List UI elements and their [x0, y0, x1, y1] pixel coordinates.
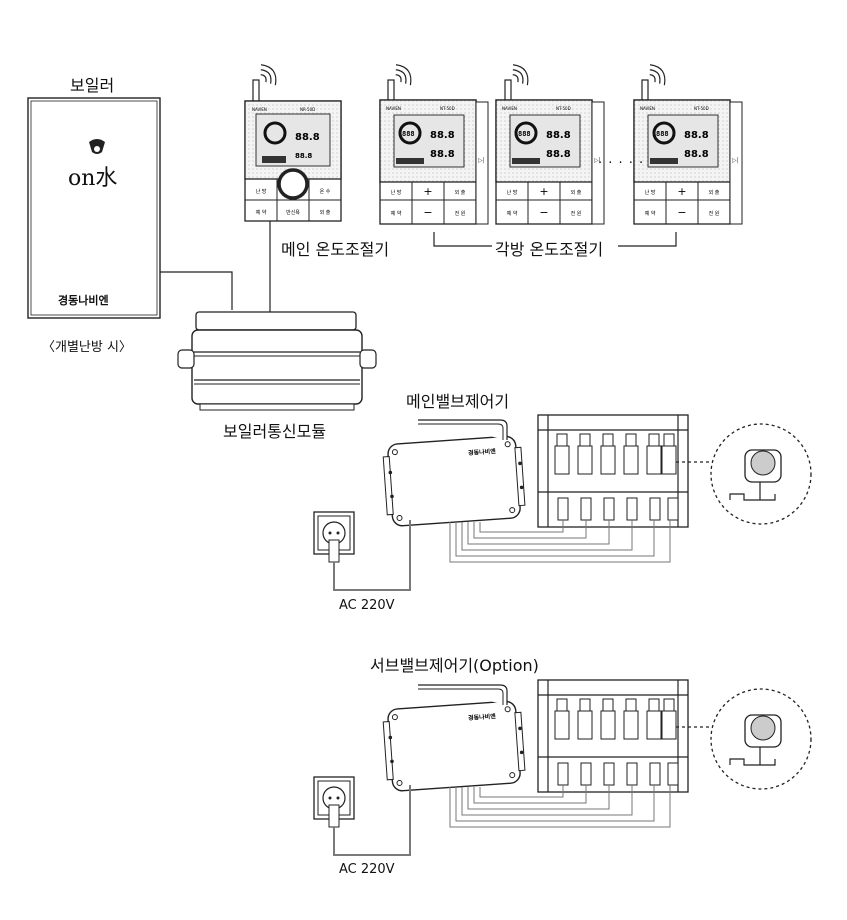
individual-heating-note: 〈개별난방 시〉	[42, 340, 132, 355]
room-thermostat-2	[494, 60, 606, 226]
svg-text:예 약: 예 약	[256, 209, 267, 216]
main-valve-controller-label: 메인밸브제어기	[406, 392, 510, 411]
main-thermostat-label: 메인 온도조절기	[281, 240, 390, 259]
thermostat-ellipsis: · · · · ·	[598, 156, 645, 171]
boiler-maker-logo: 경동나비엔	[58, 294, 109, 307]
main-valve-system	[313, 414, 812, 591]
svg-text:NR-50D: NR-50D	[300, 107, 315, 112]
boiler-brand-logo: on水	[68, 166, 118, 191]
svg-text:반신욕: 반신욕	[286, 209, 300, 216]
svg-text:난 방: 난 방	[256, 188, 267, 195]
svg-text:NAVIEN: NAVIEN	[252, 107, 267, 112]
sub-valve-system	[313, 679, 812, 856]
main-thermostat: 88.8 88.8 NAVIEN NR-50D 난 방 온 수 예 약 반신욕 …	[244, 60, 342, 222]
boiler-label: 보일러	[70, 76, 115, 95]
room-thermostat-label: 각방 온도조절기	[495, 240, 604, 259]
comm-module-label: 보일러통신모듈	[223, 422, 327, 441]
boiler-communication-module	[177, 311, 377, 411]
svg-text:온 수: 온 수	[320, 189, 331, 195]
room-thermostat-bracket	[433, 232, 677, 247]
boiler-unit	[27, 97, 161, 319]
sub-valve-controller-label: 서브밸브제어기(Option)	[370, 656, 539, 675]
ac-voltage-label-1: AC 220V	[339, 598, 395, 613]
room-thermostat-3	[632, 60, 744, 226]
svg-text:88.8: 88.8	[295, 152, 312, 160]
boiler-cable	[160, 271, 233, 310]
room-thermostat-1	[378, 60, 490, 226]
svg-text:88.8: 88.8	[295, 132, 320, 143]
svg-text:외 출: 외 출	[320, 209, 331, 216]
ac-voltage-label-2: AC 220V	[339, 862, 395, 877]
